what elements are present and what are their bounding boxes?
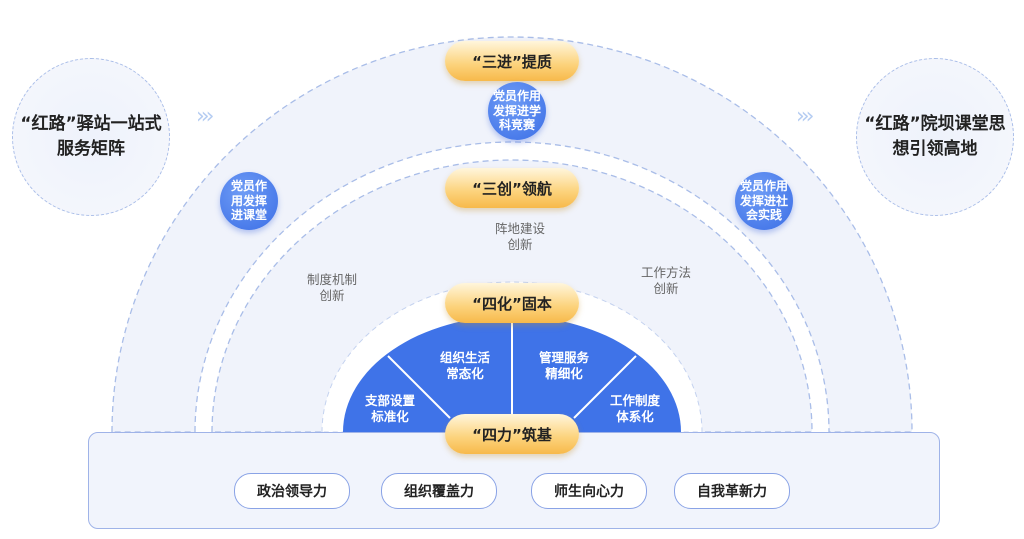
- layer-base-label: “四力”筑基: [445, 414, 579, 454]
- force-item: 政治领导力: [234, 473, 350, 509]
- force-item: 组织覆盖力: [381, 473, 497, 509]
- sector-label: 管理服务精细化: [538, 350, 589, 381]
- bubble: 党员作用发挥进课堂: [220, 172, 278, 230]
- layer-inner-label: “四化”固本: [445, 283, 579, 323]
- layer-middle-label: “三创”领航: [445, 168, 579, 208]
- force-item: 自我革新力: [674, 473, 790, 509]
- right-circle: “红路”院坝课堂思想引领高地: [856, 58, 1014, 216]
- layer-outer-label: “三进”提质: [445, 41, 579, 81]
- sector-label: 支部设置标准化: [364, 393, 415, 424]
- bubble: 党员作用发挥进社会实践: [735, 172, 793, 230]
- sector-label: 工作制度体系化: [609, 393, 660, 424]
- bubble: 党员作用发挥进学科竞赛: [488, 82, 546, 140]
- left-circle: “红路”驿站一站式服务矩阵: [12, 58, 170, 216]
- force-item: 师生向心力: [531, 473, 647, 509]
- innovation-label: 阵地建设创新: [494, 221, 545, 252]
- chevron-right-icon: ›››: [196, 104, 215, 129]
- chevron-right-icon: ›››: [796, 104, 815, 129]
- innovation-label: 制度机制创新: [306, 272, 357, 303]
- innovation-label: 工作方法创新: [640, 265, 691, 296]
- sector-label: 组织生活常态化: [439, 350, 490, 381]
